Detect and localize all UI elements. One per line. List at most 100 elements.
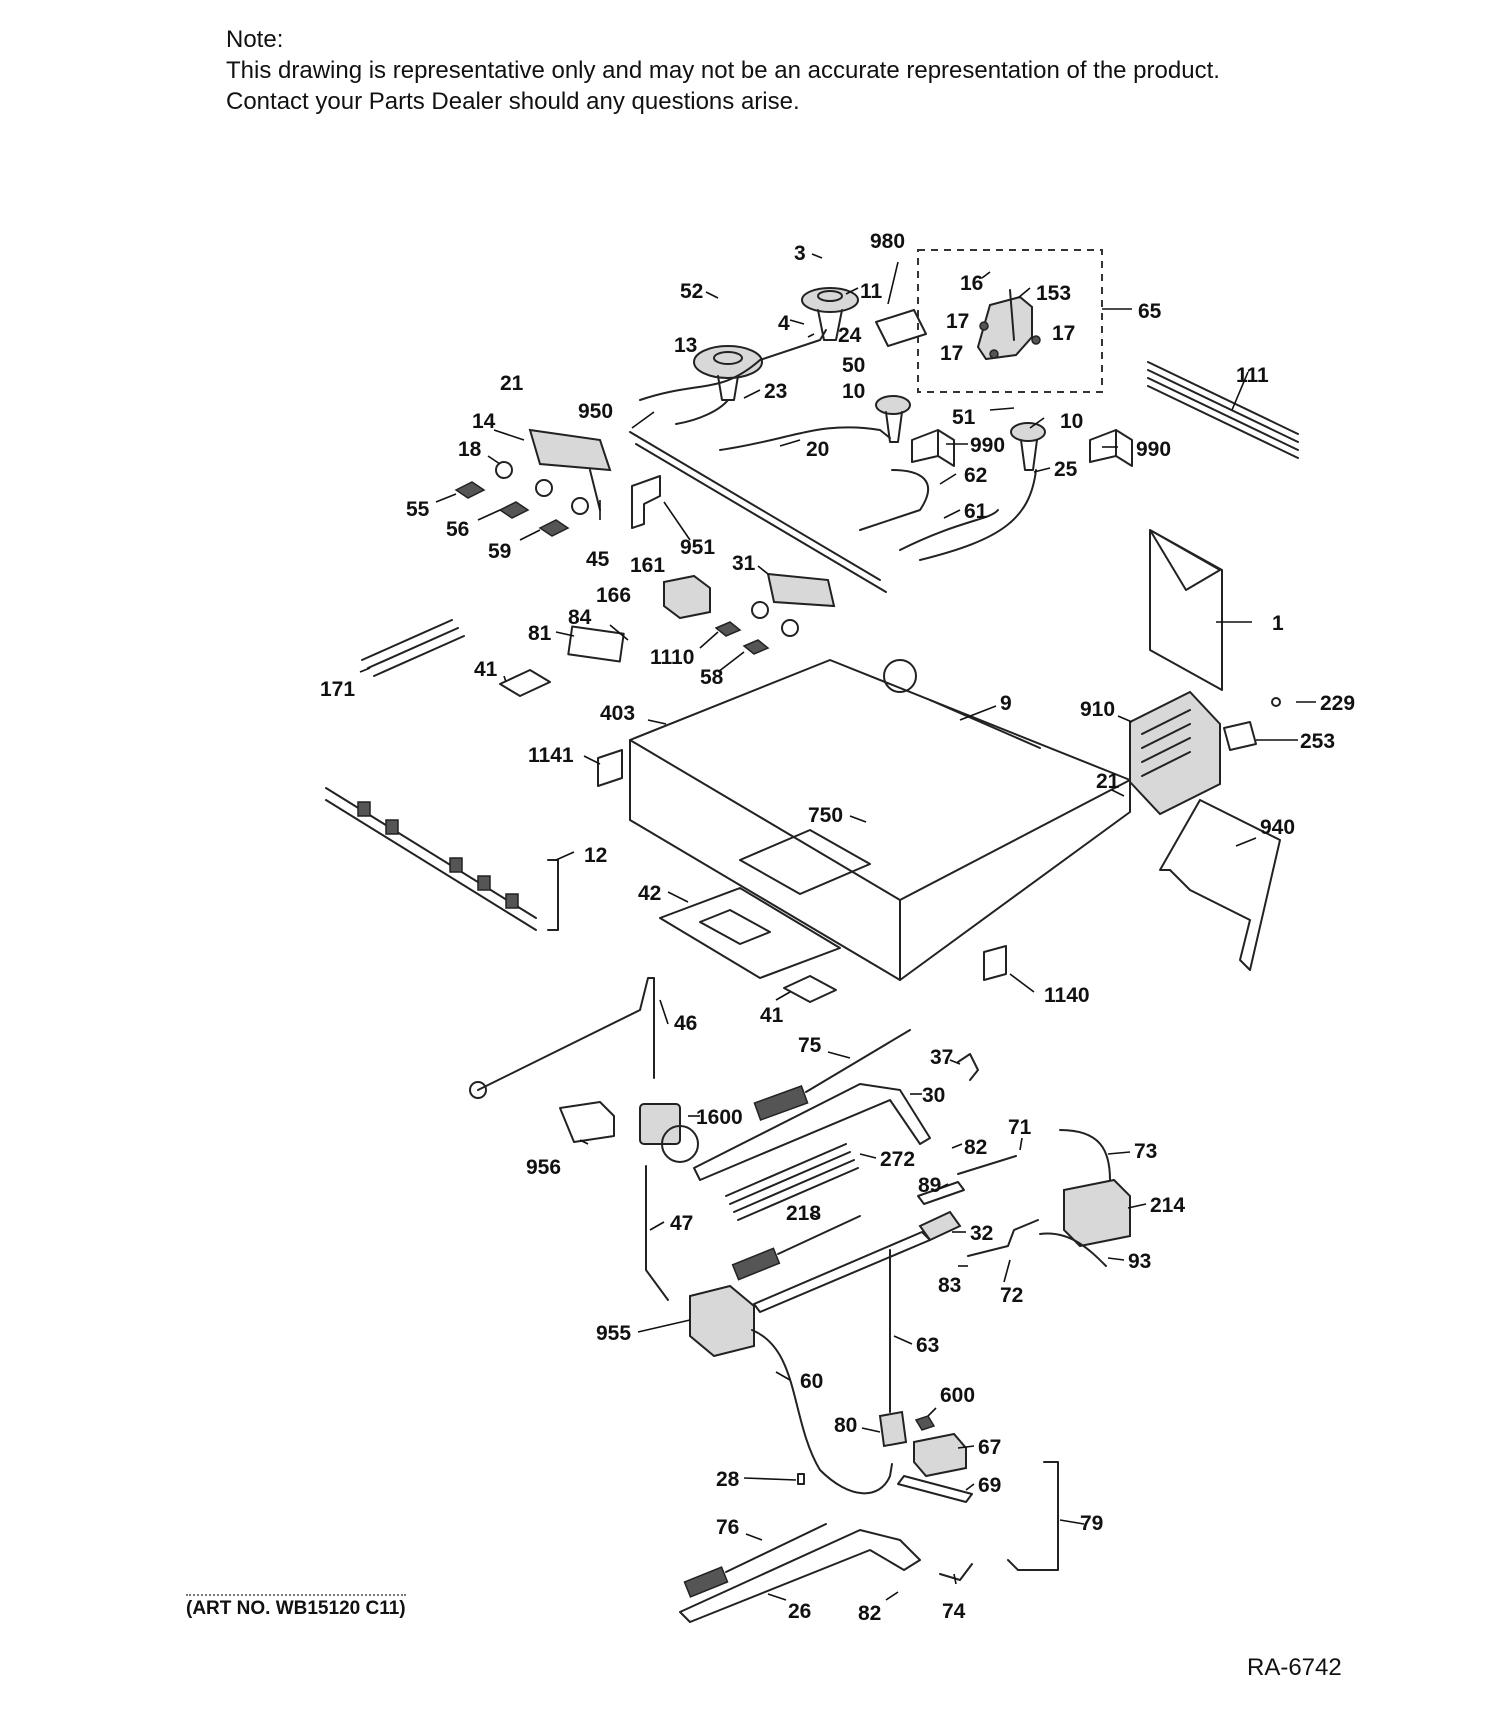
callout-950: 950 bbox=[578, 400, 613, 423]
callout-67: 67 bbox=[978, 1436, 1001, 1459]
ignitor-76 bbox=[683, 1523, 827, 1598]
callout-75: 75 bbox=[798, 1034, 822, 1057]
callout-23: 23 bbox=[764, 380, 787, 403]
insulation-42-opening bbox=[699, 909, 771, 945]
burner-head-10-left bbox=[875, 395, 911, 443]
art-number: (ART NO. WB15120 C11) bbox=[186, 1594, 406, 1620]
burner-30 bbox=[693, 1083, 931, 1181]
callout-labels: 3 980 16 153 65 52 11 4 24 17 17 17 13 5… bbox=[320, 230, 1355, 1625]
callout-166: 166 bbox=[596, 584, 631, 607]
gas-pipe-46 bbox=[477, 977, 655, 1091]
callout-42: 42 bbox=[638, 882, 661, 905]
plate-81 bbox=[567, 625, 625, 663]
callout-111: 111 bbox=[1236, 364, 1269, 387]
callout-272: 272 bbox=[880, 1148, 915, 1171]
callout-161: 161 bbox=[630, 554, 665, 577]
callout-955: 955 bbox=[596, 1322, 631, 1345]
gasket-41-lower bbox=[783, 975, 837, 1003]
tube-79 bbox=[1007, 1461, 1059, 1571]
callout-956: 956 bbox=[526, 1156, 561, 1179]
broil-burner-26 bbox=[679, 1529, 921, 1623]
tube-93 bbox=[1039, 1232, 1107, 1267]
regulator-1600 bbox=[639, 1103, 699, 1163]
callout-59: 59 bbox=[488, 540, 511, 563]
callout-4: 4 bbox=[778, 312, 790, 335]
callout-17-right: 17 bbox=[1052, 322, 1075, 345]
leader-lines bbox=[359, 253, 1316, 1601]
callout-32: 32 bbox=[970, 1222, 993, 1245]
callout-73: 73 bbox=[1134, 1140, 1157, 1163]
callout-1110: 1110 bbox=[650, 646, 694, 669]
callout-910: 910 bbox=[1080, 698, 1115, 721]
duct-940 bbox=[1159, 799, 1281, 971]
harness-171 bbox=[361, 619, 465, 677]
callout-65: 65 bbox=[1138, 300, 1162, 323]
callout-61: 61 bbox=[964, 500, 988, 523]
callout-58: 58 bbox=[700, 666, 724, 689]
callout-83: 83 bbox=[938, 1274, 961, 1297]
callout-3: 3 bbox=[794, 242, 806, 265]
callout-18: 18 bbox=[458, 438, 482, 461]
callout-74: 74 bbox=[942, 1600, 966, 1623]
bake-burner-middle bbox=[753, 1231, 931, 1313]
gas-tubing-top bbox=[629, 329, 1037, 593]
disclaimer-note: Note: This drawing is representative onl… bbox=[226, 24, 1220, 117]
spark-rail-12 bbox=[325, 787, 559, 931]
callout-82-lower: 82 bbox=[858, 1602, 881, 1625]
callout-55: 55 bbox=[406, 498, 430, 521]
callout-21-right: 21 bbox=[1096, 770, 1120, 793]
callout-17-top: 17 bbox=[946, 310, 969, 333]
callout-26: 26 bbox=[788, 1600, 811, 1623]
callout-72: 72 bbox=[1000, 1284, 1023, 1307]
orifice-600 bbox=[914, 1415, 936, 1431]
bracket-1140 bbox=[983, 945, 1007, 981]
callout-990-left: 990 bbox=[970, 434, 1005, 457]
callout-25: 25 bbox=[1054, 458, 1078, 481]
callout-951: 951 bbox=[680, 536, 715, 559]
callout-93: 93 bbox=[1128, 1250, 1151, 1273]
grate-rack-111 bbox=[1147, 361, 1299, 459]
gas-pipe-47 bbox=[645, 1165, 669, 1301]
heat-shield-990-right bbox=[1089, 429, 1133, 467]
callout-41-upper: 41 bbox=[474, 658, 498, 681]
ignitor-218 bbox=[731, 1215, 861, 1281]
manifold-14 bbox=[495, 428, 612, 515]
valve-1110 bbox=[714, 621, 742, 637]
callout-10-left: 10 bbox=[842, 380, 865, 403]
callout-51: 51 bbox=[952, 406, 976, 429]
callout-45: 45 bbox=[586, 548, 610, 571]
callout-28: 28 bbox=[716, 1468, 740, 1491]
callout-41-lower: 41 bbox=[760, 1004, 784, 1027]
callout-63: 63 bbox=[916, 1334, 939, 1357]
callout-17-left: 17 bbox=[940, 342, 963, 365]
callout-81: 81 bbox=[528, 622, 552, 645]
callout-218: 218 bbox=[786, 1202, 821, 1225]
heat-shield-990-left bbox=[911, 429, 955, 467]
valve-955 bbox=[689, 1284, 755, 1358]
callout-84: 84 bbox=[568, 606, 592, 629]
valve-58 bbox=[742, 639, 770, 655]
valve-assembly-group-box bbox=[917, 249, 1103, 393]
tube-73 bbox=[1059, 1129, 1111, 1191]
main-chassis-9 bbox=[629, 659, 1131, 981]
bracket-69 bbox=[897, 1475, 973, 1503]
callout-82-upper: 82 bbox=[964, 1136, 987, 1159]
callout-31: 31 bbox=[732, 552, 756, 575]
callout-403: 403 bbox=[600, 702, 635, 725]
bracket-956 bbox=[559, 1101, 615, 1143]
valve-214 bbox=[1063, 1178, 1131, 1248]
callout-20: 20 bbox=[806, 438, 829, 461]
callout-1140: 1140 bbox=[1044, 984, 1090, 1007]
callout-71: 71 bbox=[1008, 1116, 1032, 1139]
note-heading: Note: bbox=[226, 26, 284, 53]
screw-229 bbox=[1271, 697, 1281, 707]
callout-69: 69 bbox=[978, 1474, 1001, 1497]
callout-13: 13 bbox=[674, 334, 697, 357]
callout-990-right: 990 bbox=[1136, 438, 1171, 461]
callout-52: 52 bbox=[680, 280, 703, 303]
burner-head-11 bbox=[801, 287, 859, 341]
switch-67 bbox=[913, 1432, 967, 1478]
callout-9: 9 bbox=[1000, 692, 1012, 715]
callout-171: 171 bbox=[320, 678, 355, 701]
